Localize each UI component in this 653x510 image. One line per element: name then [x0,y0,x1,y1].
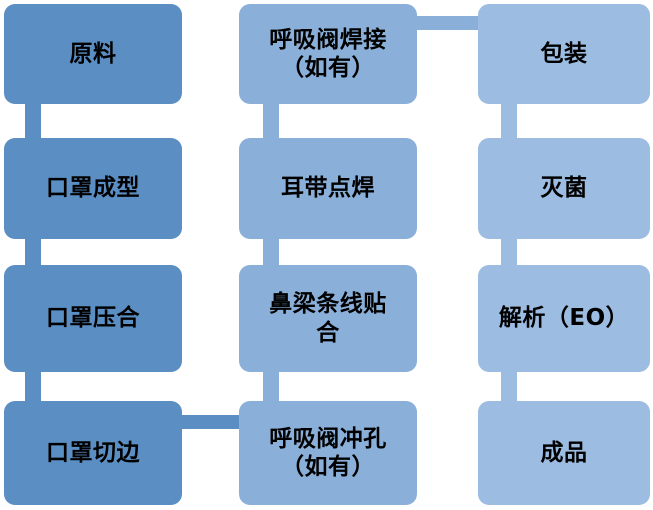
connector-c3-r2-r3 [501,239,517,265]
node-finished-product[interactable]: 成品 [478,401,650,505]
node-label: 鼻梁条线贴 合 [269,291,387,346]
node-label: 成品 [540,439,588,466]
node-label: 口罩切边 [46,439,140,466]
connector-c2-r3-r2 [263,239,279,265]
connector-c1-r3-r4 [25,372,41,401]
node-label: 呼吸阀冲孔 （如有） [269,425,387,480]
node-label: 呼吸阀焊接 （如有） [269,26,387,81]
node-mask-pressing[interactable]: 口罩压合 [4,265,182,372]
node-label: 解析（EO） [498,305,630,332]
node-desorption-eo[interactable]: 解析（EO） [478,265,650,372]
node-label: 灭菌 [540,175,588,202]
connector-c1-r2-r3 [25,239,41,265]
connector-c1r4-c2r4 [172,415,250,429]
node-noseclip-bonding[interactable]: 鼻梁条线贴 合 [239,265,417,372]
node-label: 口罩压合 [46,305,140,332]
node-label: 包装 [540,40,588,67]
node-packaging[interactable]: 包装 [478,4,650,104]
node-valve-welding[interactable]: 呼吸阀焊接 （如有） [239,4,417,104]
node-label: 耳带点焊 [281,175,375,202]
node-mask-edge-cutting[interactable]: 口罩切边 [4,401,182,505]
node-raw-material[interactable]: 原料 [4,4,182,104]
node-label: 口罩成型 [46,175,140,202]
connector-c2-r2-r1 [263,104,279,138]
node-label: 原料 [69,40,117,67]
node-sterilization[interactable]: 灭菌 [478,138,650,239]
node-valve-punching[interactable]: 呼吸阀冲孔 （如有） [239,401,417,505]
node-mask-forming[interactable]: 口罩成型 [4,138,182,239]
connector-c3-r1-r2 [501,104,517,138]
connector-c2r1-c3r1 [410,16,488,30]
node-earloop-welding[interactable]: 耳带点焊 [239,138,417,239]
connector-c3-r3-r4 [501,372,517,401]
connector-c1-r1-r2 [25,104,41,138]
connector-c2-r4-r3 [263,372,279,401]
